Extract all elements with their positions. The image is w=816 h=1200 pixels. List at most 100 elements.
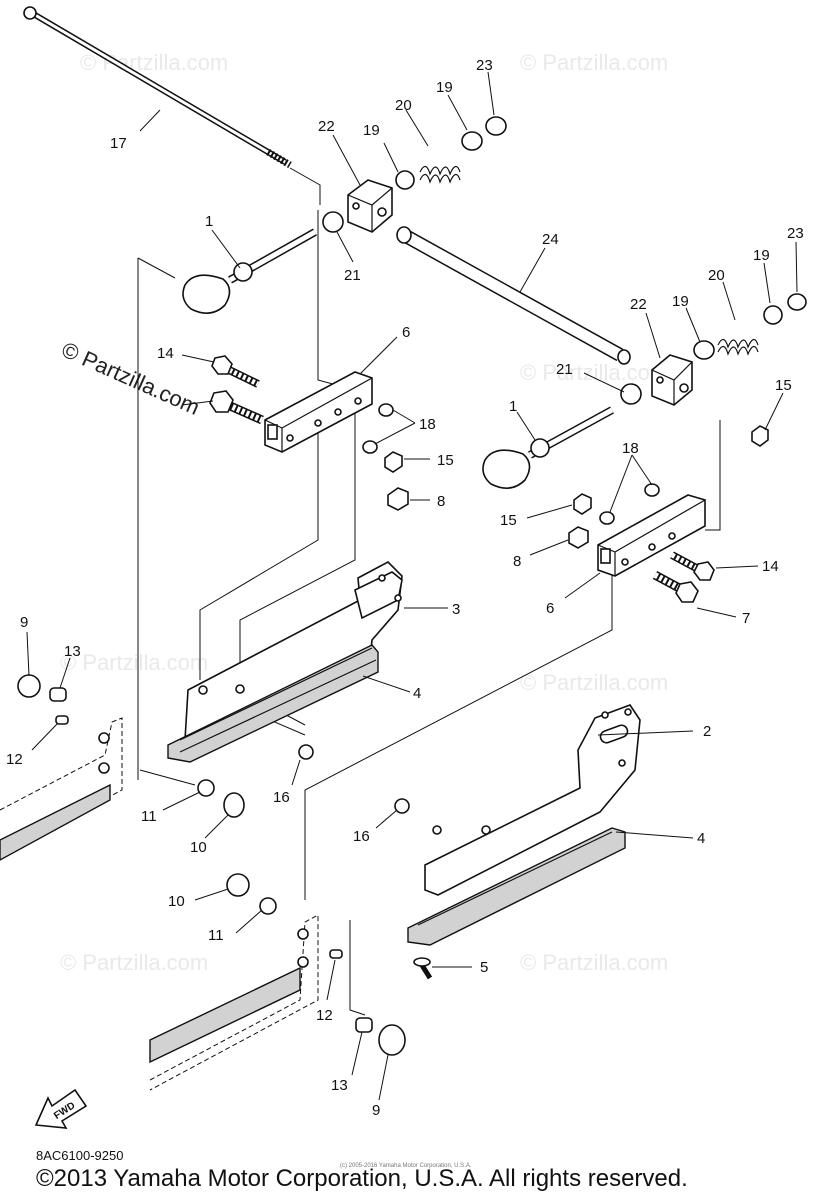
callout-6: 6 bbox=[546, 600, 554, 617]
clamp-block-part-22 bbox=[347, 179, 393, 233]
callout-17: 17 bbox=[110, 135, 127, 152]
washer-part-18 bbox=[599, 511, 615, 525]
callout-14: 14 bbox=[157, 345, 174, 362]
callout-18: 18 bbox=[419, 416, 436, 433]
callout-23: 23 bbox=[476, 57, 493, 74]
washer-part-10 bbox=[223, 792, 245, 818]
callout-20: 20 bbox=[708, 267, 725, 284]
bolt-part-14 bbox=[211, 355, 260, 388]
callout-24: 24 bbox=[542, 231, 559, 248]
bracket-part-6-right bbox=[597, 494, 706, 577]
small-copyright-note: (c) 2005-2016 Yamaha Motor Corporation, … bbox=[340, 1163, 472, 1169]
rail-part-4-left bbox=[167, 644, 379, 763]
callout-21: 21 bbox=[344, 267, 361, 284]
callout-12: 12 bbox=[316, 1007, 333, 1024]
callout-3: 3 bbox=[452, 601, 460, 618]
washer-part-18 bbox=[362, 440, 378, 454]
watermark-faint: © Partzilla.com bbox=[60, 650, 208, 675]
callout-7: 7 bbox=[742, 610, 750, 627]
callout-9: 9 bbox=[372, 1102, 380, 1119]
callout-leaders bbox=[26, 71, 798, 1101]
spring-assembly-right bbox=[693, 293, 807, 360]
callout-14: 14 bbox=[762, 558, 779, 575]
diagram-part-code: 8AC6100-9250 bbox=[36, 1148, 124, 1163]
frame-left-fragment bbox=[0, 717, 123, 861]
pivot-bolt-part-1-right bbox=[482, 406, 614, 489]
callout-23: 23 bbox=[787, 225, 804, 242]
washer-part-21-right bbox=[620, 383, 642, 405]
callout-13: 13 bbox=[64, 643, 81, 660]
fwd-arrow-icon: FWD bbox=[34, 1088, 88, 1129]
callout-19: 19 bbox=[436, 79, 453, 96]
callout-19: 19 bbox=[363, 122, 380, 139]
nut-part-15 bbox=[573, 493, 592, 515]
callout-labels: 1 1 2 3 4 4 5 6 6 7 8 8 9 9 10 10 11 11 … bbox=[6, 57, 804, 1119]
rail-part-3-left bbox=[184, 561, 403, 746]
callout-1: 1 bbox=[509, 398, 517, 415]
callout-1: 1 bbox=[205, 213, 213, 230]
watermark-faint: © Partzilla.com bbox=[520, 950, 668, 975]
callout-4: 4 bbox=[697, 830, 705, 847]
washer-part-18 bbox=[378, 403, 394, 417]
collar-part-13-right bbox=[355, 1017, 373, 1033]
bushing-part-16-right bbox=[394, 798, 410, 814]
pin-part-12-right bbox=[329, 949, 343, 959]
callout-21: 21 bbox=[556, 361, 573, 378]
watermark-faint: © Partzilla.com bbox=[60, 950, 208, 975]
callout-4: 4 bbox=[413, 685, 421, 702]
watermark-main: © Partzilla.com bbox=[58, 337, 204, 420]
watermark-faint-group: © Partzilla.com © Partzilla.com © Partzi… bbox=[60, 50, 668, 975]
callout-15: 15 bbox=[500, 512, 517, 529]
pin-part-12 bbox=[55, 715, 69, 725]
callout-6: 6 bbox=[402, 324, 410, 341]
spring-part-20 bbox=[419, 165, 461, 184]
watermark-faint: © Partzilla.com bbox=[520, 670, 668, 695]
bushing-part-11 bbox=[197, 779, 215, 797]
washer-part-18 bbox=[644, 483, 660, 497]
bushing-part-16 bbox=[298, 744, 314, 760]
callout-11: 11 bbox=[141, 808, 157, 825]
callout-15: 15 bbox=[775, 377, 792, 394]
callout-20: 20 bbox=[395, 97, 412, 114]
screw-part-5 bbox=[413, 957, 433, 980]
callout-10: 10 bbox=[190, 839, 207, 856]
callout-5: 5 bbox=[480, 959, 488, 976]
bolt-part-7-right bbox=[652, 571, 699, 603]
clamp-block-part-22-right bbox=[651, 354, 693, 406]
callout-22: 22 bbox=[630, 296, 647, 313]
cap-part-9 bbox=[17, 674, 41, 698]
callout-19: 19 bbox=[753, 247, 770, 264]
callout-2: 2 bbox=[703, 723, 711, 740]
pivot-bolt-part-1 bbox=[182, 228, 317, 314]
nut-part-15 bbox=[751, 425, 769, 447]
callout-18: 18 bbox=[622, 440, 639, 457]
callout-15: 15 bbox=[437, 452, 454, 469]
bushing-part-11-right bbox=[259, 897, 277, 915]
cap-part-9-right bbox=[378, 1024, 406, 1056]
callout-10: 10 bbox=[168, 893, 185, 910]
watermark-faint: © Partzilla.com bbox=[520, 50, 668, 75]
copyright-notice: ©2013 Yamaha Motor Corporation, U.S.A. A… bbox=[36, 1165, 688, 1192]
long-rod-part-17 bbox=[23, 6, 292, 169]
frame-right-fragment bbox=[149, 914, 319, 1091]
callout-22: 22 bbox=[318, 118, 335, 135]
washer-part-21 bbox=[322, 211, 344, 233]
callout-9: 9 bbox=[20, 614, 28, 631]
nut-part-15 bbox=[384, 451, 403, 473]
collar-part-13 bbox=[49, 687, 67, 702]
bracket-part-6 bbox=[264, 371, 373, 453]
callout-8: 8 bbox=[437, 493, 445, 510]
bolt-part-14-right bbox=[670, 551, 715, 581]
callout-16: 16 bbox=[273, 789, 290, 806]
shaft-part-24 bbox=[396, 226, 631, 365]
callout-12: 12 bbox=[6, 751, 23, 768]
callout-13: 13 bbox=[331, 1077, 348, 1094]
bolt-part-7 bbox=[209, 390, 264, 425]
spring-assembly-left bbox=[395, 116, 507, 190]
nut-part-8 bbox=[387, 487, 409, 511]
callout-11: 11 bbox=[208, 927, 224, 944]
washer-part-10-right bbox=[226, 873, 250, 897]
nut-part-8 bbox=[568, 526, 589, 549]
callout-8: 8 bbox=[513, 553, 521, 570]
callout-19: 19 bbox=[672, 293, 689, 310]
